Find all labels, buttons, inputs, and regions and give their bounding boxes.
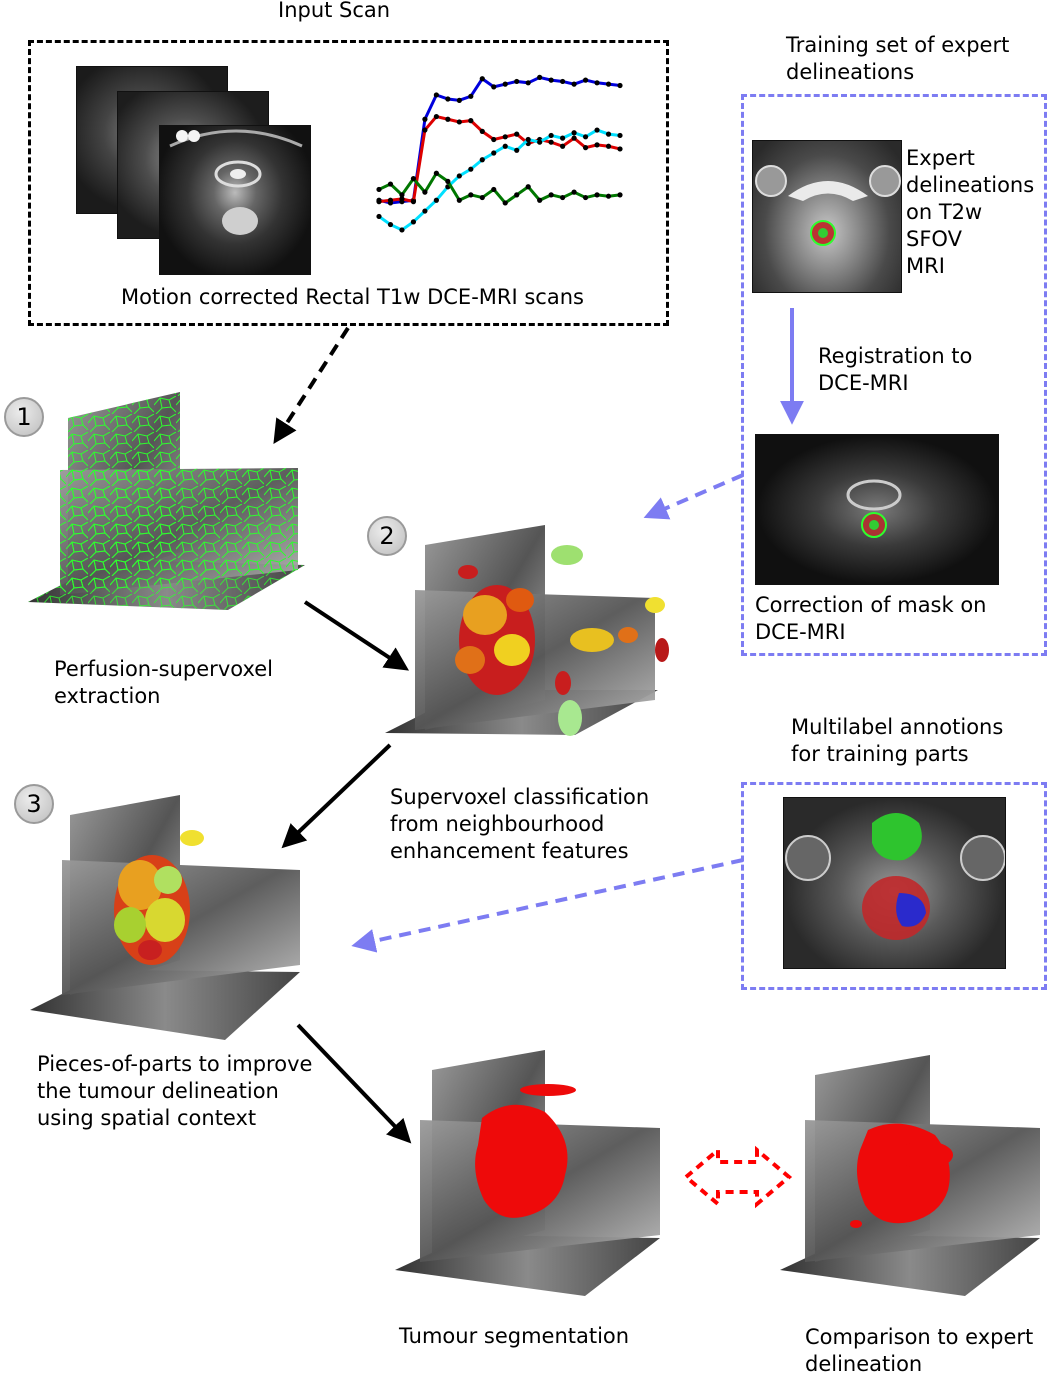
step-badge-2: 2: [367, 516, 407, 556]
multilabel-scan: [783, 797, 1006, 969]
classification-label-1: Supervoxel classification: [390, 785, 650, 809]
dce-scan-stack-front: [159, 125, 311, 275]
volume-expert-comparison: [780, 1055, 1040, 1296]
pieces-label-3: using spatial context: [37, 1106, 257, 1130]
dce-scan-anatomy: [169, 129, 303, 235]
classification-label-2: from neighbourhood: [390, 812, 605, 836]
arrow-pieces-to-segmentation: [296, 1023, 412, 1144]
multilabel-anatomy: [785, 813, 1005, 940]
step-badge-3: 3: [14, 784, 54, 824]
perfusion-label-1: Perfusion-supervoxel: [54, 657, 273, 681]
training-set-label-line2: delineations: [786, 60, 915, 84]
input-scan-box: [28, 40, 669, 326]
volume-supervoxels: [28, 392, 305, 610]
pieces-label-1: Pieces-of-parts to improve: [37, 1052, 313, 1076]
pieces-label-2: the tumour delineation: [37, 1079, 279, 1103]
perfusion-label-2: extraction: [54, 684, 161, 708]
arrow-training-to-classification: [643, 473, 744, 520]
comparison-label-1: Comparison to expert: [805, 1325, 1034, 1349]
correction-label-1: Correction of mask on: [755, 593, 987, 617]
input-scan-title: Input Scan: [278, 0, 391, 22]
training-set-box: [741, 94, 1047, 656]
expert-label-1: Expert: [906, 146, 975, 170]
expert-label-2: delineations: [906, 173, 1035, 197]
comparison-double-arrow: [682, 1145, 793, 1209]
dce-registered-scan: [755, 434, 999, 585]
multilabel-label-2: for training parts: [791, 742, 969, 766]
comparison-label-2: delineation: [805, 1352, 923, 1376]
arrow-multilabel-to-pieces: [351, 858, 744, 953]
volume-tumour-segmentation: [395, 1050, 660, 1296]
multilabel-box: [741, 782, 1047, 990]
step-badge-1: 1: [4, 397, 44, 437]
expert-label-5: MRI: [906, 254, 945, 278]
training-set-label-line1: Training set of expert: [786, 33, 1010, 57]
correction-label-2: DCE-MRI: [755, 620, 846, 644]
expert-label-3: on T2w: [906, 200, 983, 224]
classification-label-3: enhancement features: [390, 839, 629, 863]
tumour-segmentation-label: Tumour segmentation: [399, 1324, 630, 1348]
dce-registered-anatomy: [846, 479, 902, 538]
motion-corrected-label: Motion corrected Rectal T1w DCE-MRI scan…: [121, 285, 584, 309]
multilabel-label-1: Multilabel annotions: [791, 715, 1004, 739]
arrow-supervoxels-to-classification: [303, 600, 410, 671]
volume-pieces-of-parts: [30, 795, 300, 1040]
arrow-classification-to-pieces: [281, 743, 392, 849]
registration-label-2: DCE-MRI: [818, 371, 909, 395]
t2w-sfov-scan: [752, 140, 902, 293]
t2w-anatomy: [755, 165, 901, 246]
expert-label-4: SFOV: [906, 227, 962, 251]
arrow-input-to-supervoxels: [273, 326, 350, 445]
registration-label-1: Registration to: [818, 344, 973, 368]
volume-classification: [385, 525, 669, 736]
